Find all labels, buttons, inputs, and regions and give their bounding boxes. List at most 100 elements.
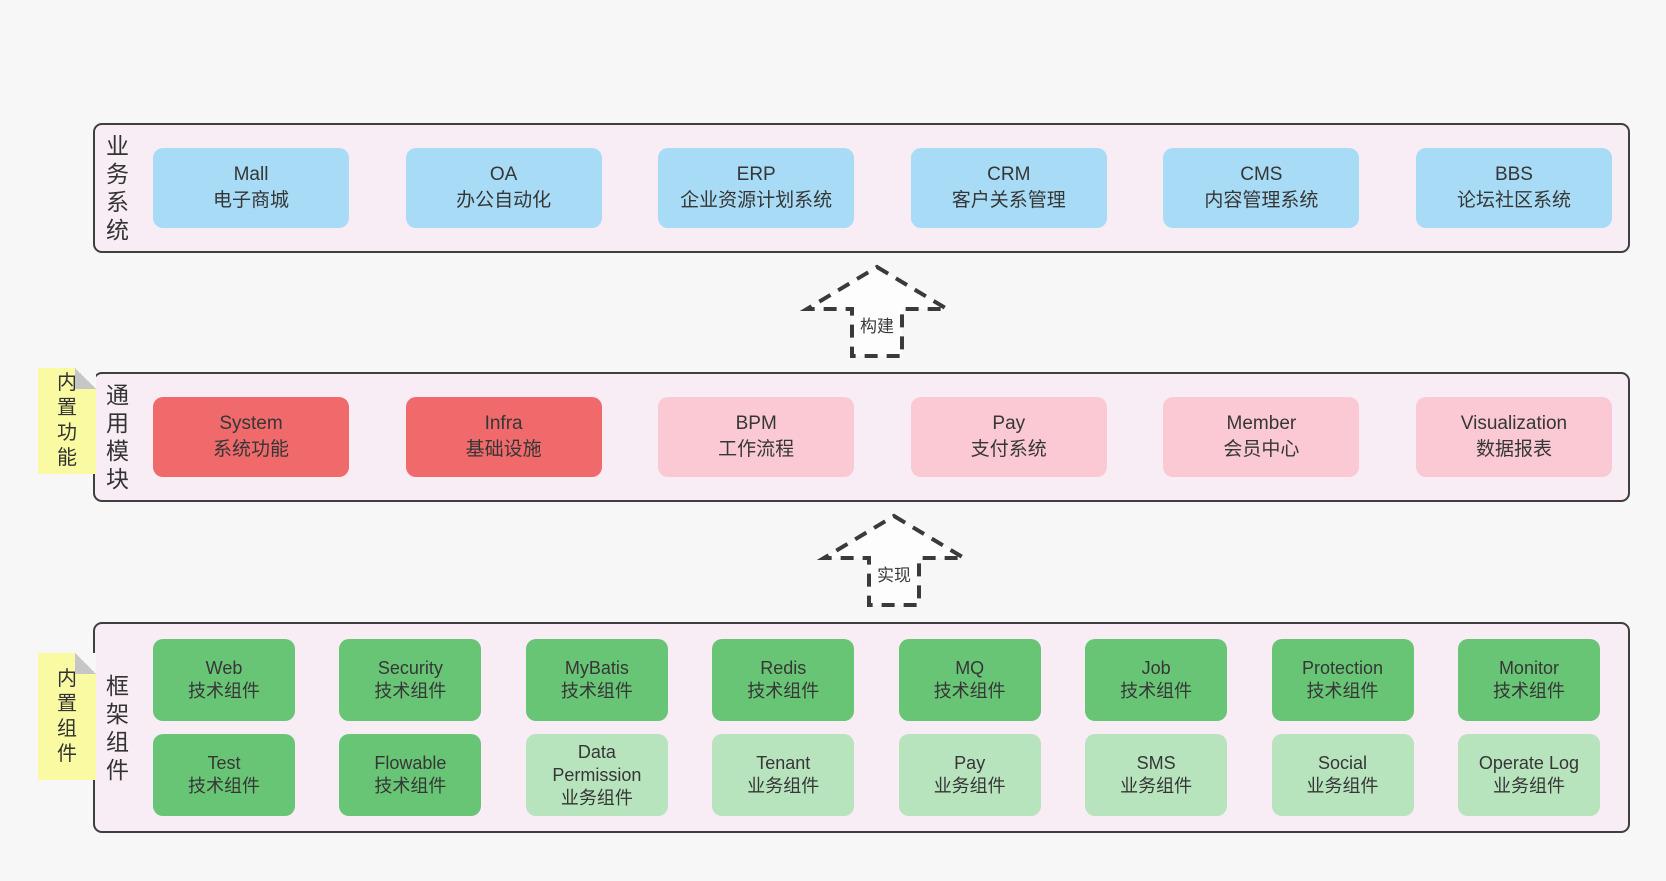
sticky-note-builtin-features: 内置功能 [38,368,96,474]
box-security-subtitle: 技术组件 [374,681,447,701]
arrow-build-shape [799,264,955,358]
box-visualization-subtitle: 数据报表 [1475,439,1552,460]
box-security-title: Security [377,658,443,678]
box-bbs: BBS 论坛社区系统 [1415,148,1612,228]
box-sms-subtitle: 业务组件 [1120,776,1193,796]
sticky-note-builtin-components-text: 内置组件 [57,667,77,765]
sticky-fold-corner [75,368,96,389]
box-pay-component: Pay 业务组件 [898,734,1041,816]
arrow-implement-shape [816,513,972,607]
band-framework-components-content: Web 技术组件 Security 技术组件 MyBatis 技术组件 Redi… [153,624,1600,831]
box-sms-title: SMS [1136,753,1176,773]
box-infra-title: Infra [484,413,523,434]
box-oa-subtitle: 办公自动化 [456,190,552,211]
box-pay-component-title: Pay [954,753,986,773]
box-protection: Protection 技术组件 [1271,639,1414,721]
box-pay-module-subtitle: 支付系统 [970,439,1047,460]
box-bbs-title: BBS [1494,164,1533,185]
box-mq-subtitle: 技术组件 [933,681,1006,701]
box-cms-title: CMS [1240,164,1283,185]
band-framework-components: 框架组件 Web 技术组件 Security 技术组件 MyBatis 技术组件… [93,622,1630,833]
sticky-note-builtin-features-text: 内置功能 [57,372,77,469]
band-business-systems: 业务系统 Mall 电子商城 OA 办公自动化 ERP 企业资源计划系统 CRM… [93,123,1630,253]
box-mybatis-title: MyBatis [564,658,629,678]
box-member-title: Member [1226,413,1297,434]
box-redis: Redis 技术组件 [712,639,855,721]
box-sms: SMS 业务组件 [1085,734,1228,816]
box-cms-subtitle: 内容管理系统 [1204,190,1319,211]
box-pay-module-title: Pay [992,413,1026,434]
box-job: Job 技术组件 [1085,639,1228,721]
box-member: Member 会员中心 [1163,397,1360,477]
box-system: System 系统功能 [153,397,349,477]
box-crm: CRM 客户关系管理 [910,148,1107,228]
box-operate-log-subtitle: 业务组件 [1492,776,1565,796]
box-infra-subtitle: 基础设施 [465,439,542,460]
box-cms: CMS 内容管理系统 [1163,148,1360,228]
arrow-implement-label: 实现 [874,561,914,586]
box-protection-title: Protection [1302,658,1384,678]
box-tenant: Tenant 业务组件 [712,734,855,816]
box-protection-subtitle: 技术组件 [1306,681,1379,701]
box-bbs-subtitle: 论坛社区系统 [1456,190,1571,211]
box-bpm-subtitle: 工作流程 [718,439,795,460]
box-crm-subtitle: 客户关系管理 [951,190,1066,211]
box-monitor: Monitor 技术组件 [1457,639,1600,721]
box-social-subtitle: 业务组件 [1306,776,1379,796]
sticky-note-builtin-components: 内置组件 [38,653,96,780]
box-visualization: Visualization 数据报表 [1415,397,1612,477]
box-operate-log: Operate Log 业务组件 [1457,734,1600,816]
box-system-subtitle: 系统功能 [212,439,289,460]
box-tenant-title: Tenant [756,753,811,773]
box-mall: Mall 电子商城 [153,148,349,228]
box-web: Web 技术组件 [153,639,295,721]
box-monitor-title: Monitor [1498,658,1559,678]
box-job-subtitle: 技术组件 [1120,681,1193,701]
box-test-subtitle: 技术组件 [188,776,260,796]
sticky-fold-corner [75,653,96,674]
box-data-permission: Data Permission 业务组件 [525,734,668,816]
band-business-systems-content: Mall 电子商城 OA 办公自动化 ERP 企业资源计划系统 CRM 客户关系… [153,125,1612,251]
box-bpm: BPM 工作流程 [658,397,855,477]
box-monitor-subtitle: 技术组件 [1492,681,1565,701]
box-mq-title: MQ [955,658,985,678]
box-flowable: Flowable 技术组件 [339,734,482,816]
box-social: Social 业务组件 [1271,734,1414,816]
box-bpm-title: BPM [735,413,777,434]
box-oa: OA 办公自动化 [405,148,602,228]
box-erp-title: ERP [736,164,776,185]
box-web-title: Web [205,658,243,678]
framework-row-2: Test 技术组件 Flowable 技术组件 Data Permission … [153,734,1600,816]
box-oa-title: OA [489,164,518,185]
box-erp: ERP 企业资源计划系统 [658,148,855,228]
box-test: Test 技术组件 [153,734,295,816]
box-data-permission-title: Data Permission [552,741,642,785]
box-operate-log-title: Operate Log [1478,753,1579,773]
box-pay-component-subtitle: 业务组件 [933,776,1006,796]
box-crm-title: CRM [987,164,1031,185]
box-security: Security 技术组件 [339,639,482,721]
box-system-title: System [219,413,283,434]
box-social-title: Social [1318,753,1368,773]
band-framework-components-label: 框架组件 [106,672,129,783]
box-redis-title: Redis [760,658,807,678]
arrow-implement: 实现 [816,511,972,609]
box-data-permission-subtitle: 业务组件 [560,787,633,808]
box-flowable-subtitle: 技术组件 [374,776,447,796]
box-mq: MQ 技术组件 [898,639,1041,721]
box-redis-subtitle: 技术组件 [747,681,820,701]
band-common-modules-content: System 系统功能 Infra 基础设施 BPM 工作流程 Pay 支付系统… [153,374,1612,500]
band-business-systems-label: 业务系统 [106,133,129,243]
box-flowable-title: Flowable [374,753,447,773]
box-member-subtitle: 会员中心 [1223,439,1300,460]
box-mybatis: MyBatis 技术组件 [525,639,668,721]
box-mybatis-subtitle: 技术组件 [560,681,633,701]
box-test-title: Test [207,753,241,773]
band-common-modules: 通用模块 System 系统功能 Infra 基础设施 BPM 工作流程 Pay… [93,372,1630,502]
box-mall-subtitle: 电子商城 [212,190,289,211]
framework-row-1: Web 技术组件 Security 技术组件 MyBatis 技术组件 Redi… [153,639,1600,721]
arrow-build-label: 构建 [857,312,897,337]
arrow-build: 构建 [799,262,955,360]
box-tenant-subtitle: 业务组件 [747,776,820,796]
